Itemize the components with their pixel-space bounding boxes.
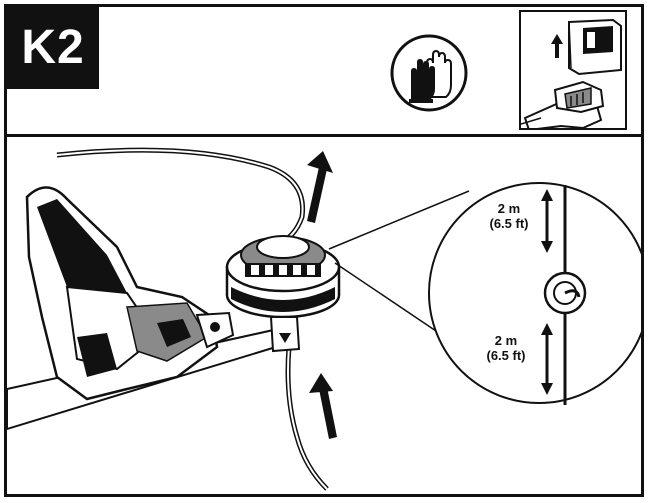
gloves-icon [390, 34, 468, 112]
bottom-length-arrow [541, 323, 553, 395]
up-arrow-icon [551, 34, 563, 58]
bottom-length-metric: 2 m [494, 333, 518, 348]
battery-removal-panel [519, 10, 627, 130]
step-badge: K2 [7, 7, 99, 89]
line-length-diagram [7, 147, 641, 491]
top-line-length-label: 2 m (6.5 ft) [477, 201, 541, 231]
step-header: K2 [7, 7, 641, 137]
battery-remove-icon [521, 18, 622, 128]
bottom-length-imperial: (6.5 ft) [486, 348, 526, 363]
bottom-line-length-label: 2 m (6.5 ft) [474, 333, 538, 363]
instruction-panel: K2 [4, 4, 644, 497]
top-length-metric: 2 m [497, 201, 521, 216]
top-length-imperial: (6.5 ft) [489, 216, 529, 231]
trimmer-head-illustration: 2 m (6.5 ft) 2 m (6.5 ft) [7, 137, 641, 494]
top-length-arrow [541, 189, 553, 253]
